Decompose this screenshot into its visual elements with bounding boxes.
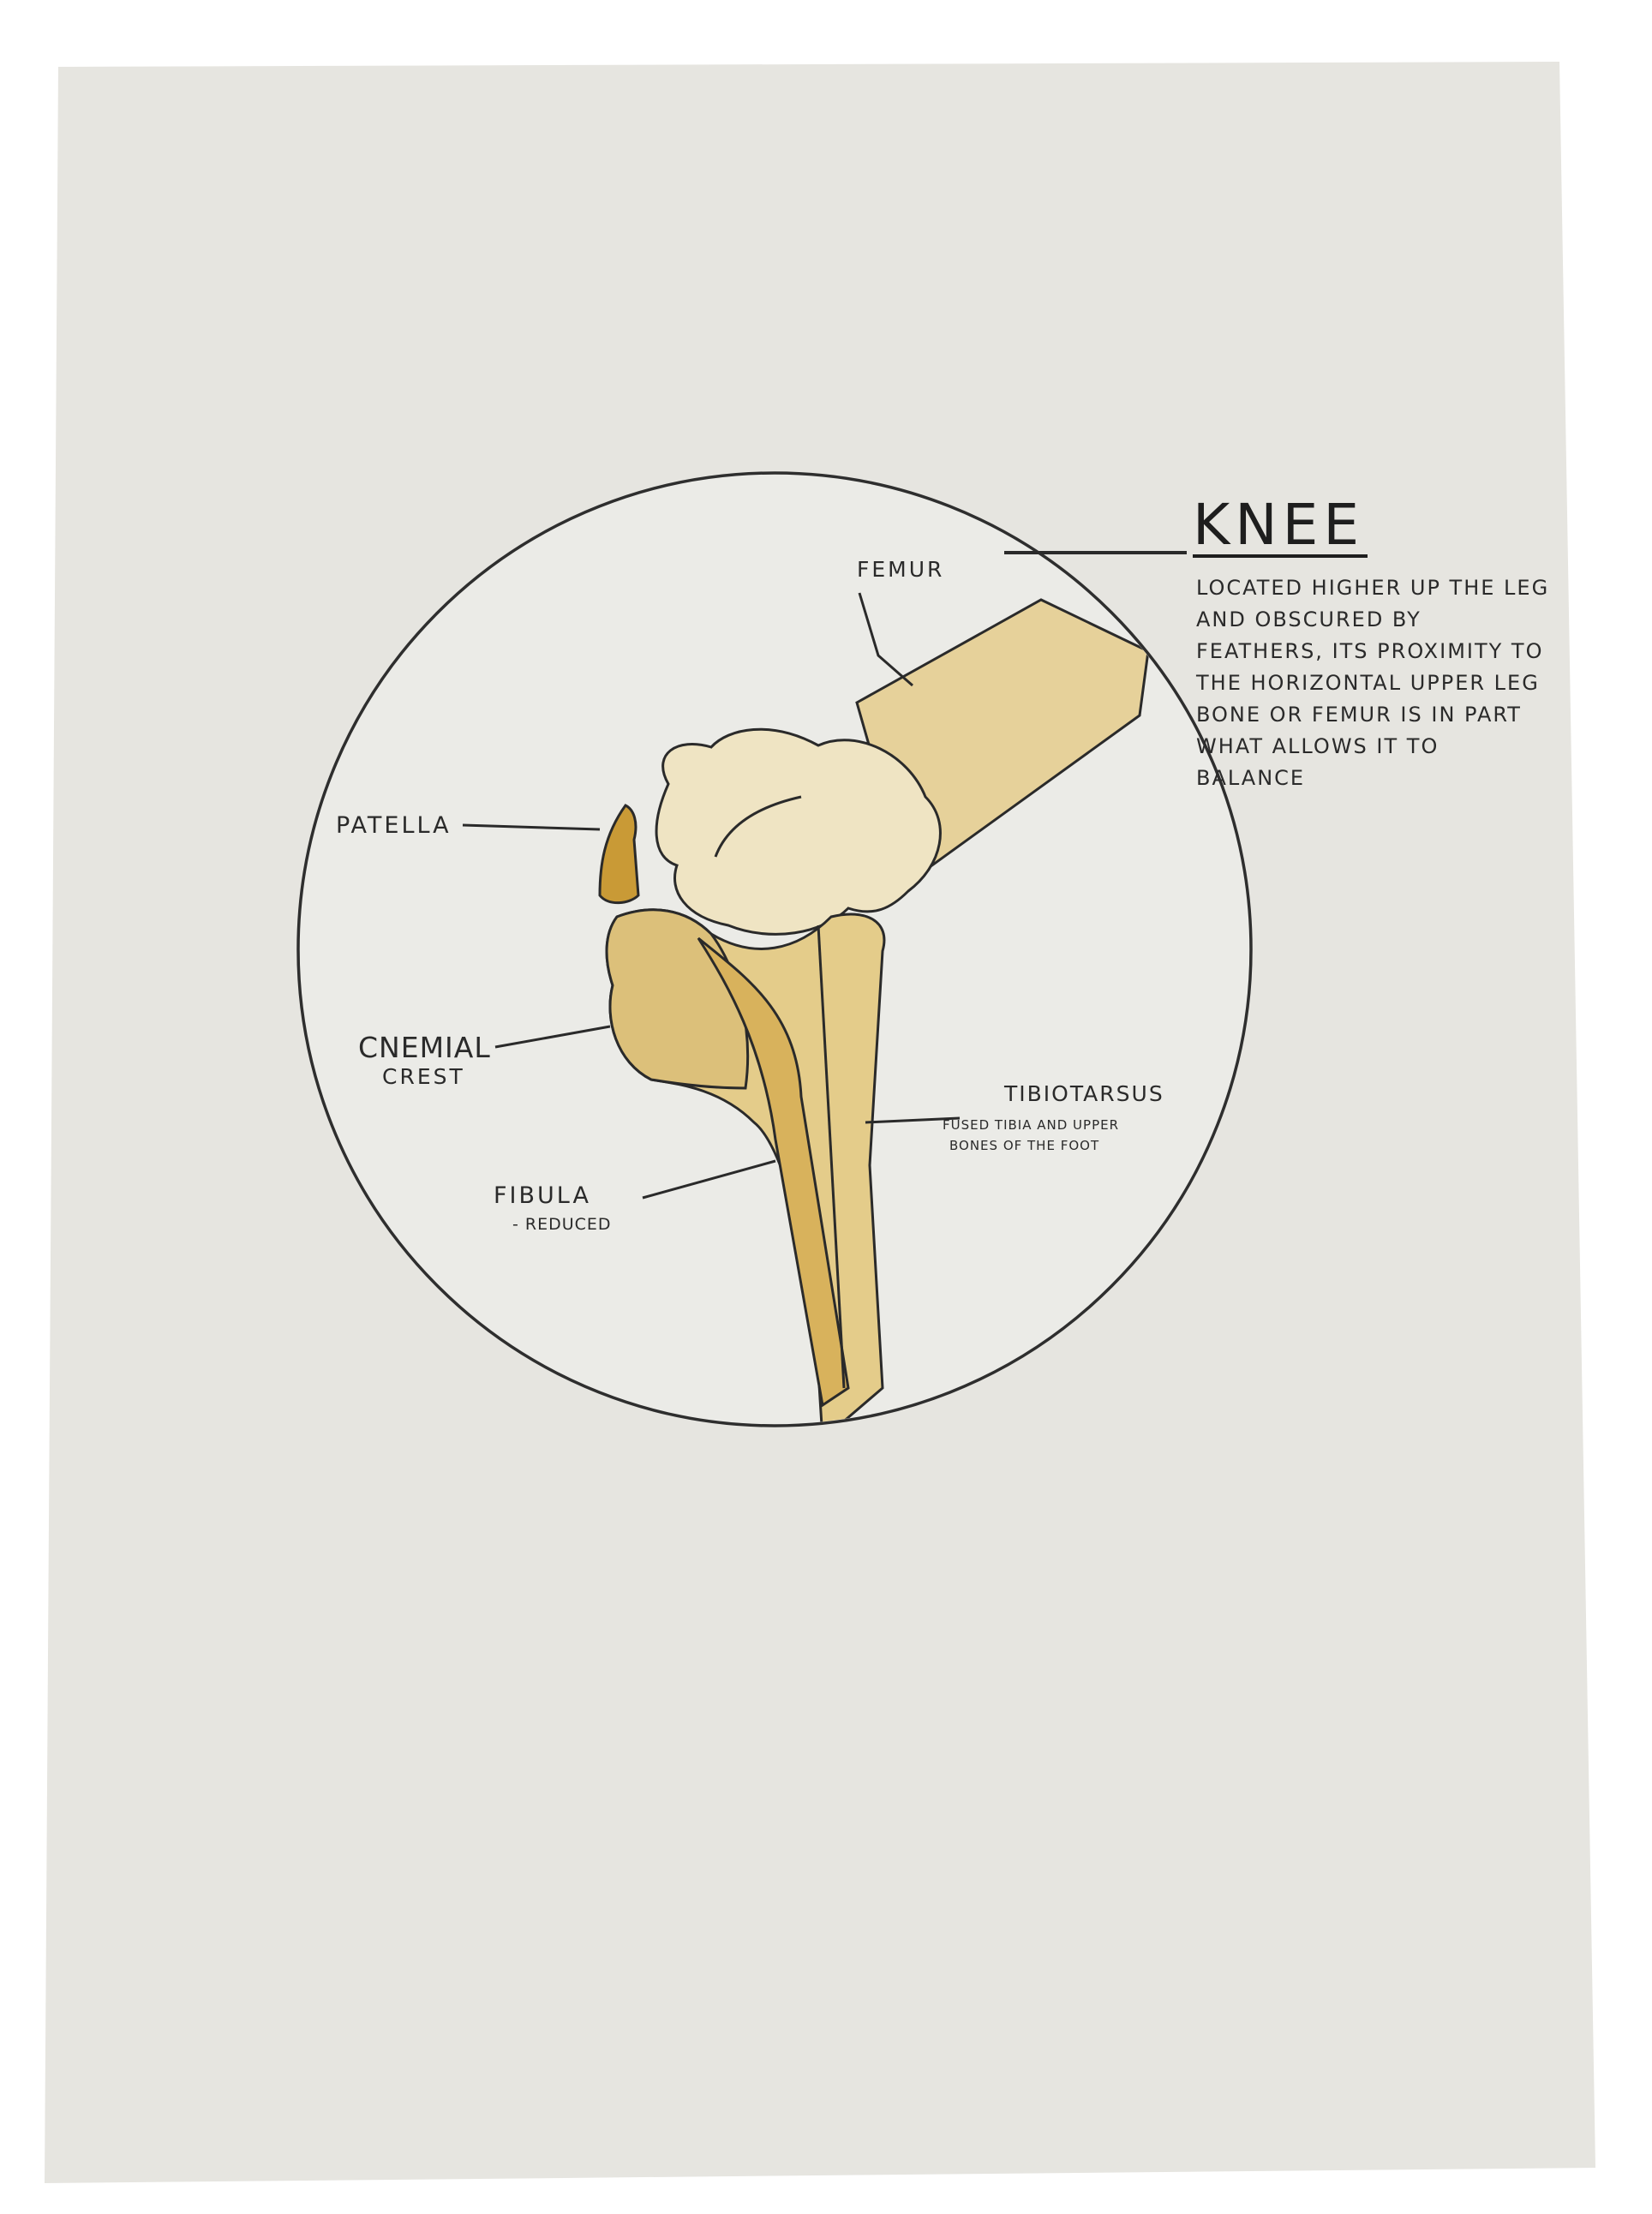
patella-bone (598, 804, 640, 905)
cnemial-crest-label-line1: CNEMIAL (358, 1031, 491, 1064)
tibiotarsus-note-line1: FUSED TIBIA AND UPPER (943, 1117, 1120, 1133)
femur-condyle-groove (714, 795, 802, 858)
fibula-label: FIBULA (494, 1182, 591, 1209)
fibula-bone (697, 936, 850, 1408)
knee-title: KNEE (1193, 495, 1368, 559)
femur-label: FEMUR (857, 557, 945, 582)
tibia-ridge (817, 924, 846, 1389)
fibula-leader-line (642, 1159, 776, 1200)
tibiotarsus-leader-line (865, 1116, 961, 1124)
tibiotarsus-note-line2: BONES OF THE FOOT (949, 1138, 1100, 1153)
tibiotarsus-label: TIBIOTARSUS (1004, 1081, 1164, 1106)
fibula-note: - REDUCED (512, 1215, 612, 1234)
patella-label: PATELLA (336, 812, 452, 839)
cnemial-crest-leader-line (494, 1025, 611, 1049)
femur-leader-line (858, 592, 913, 687)
femur-condyle (655, 727, 942, 936)
patella-leader-line (462, 823, 601, 831)
knee-description: LOCATED HIGHER UP THE LEG AND OBSCURED B… (1196, 576, 1550, 790)
cnemial-crest-label-line2: CREST (382, 1064, 465, 1089)
